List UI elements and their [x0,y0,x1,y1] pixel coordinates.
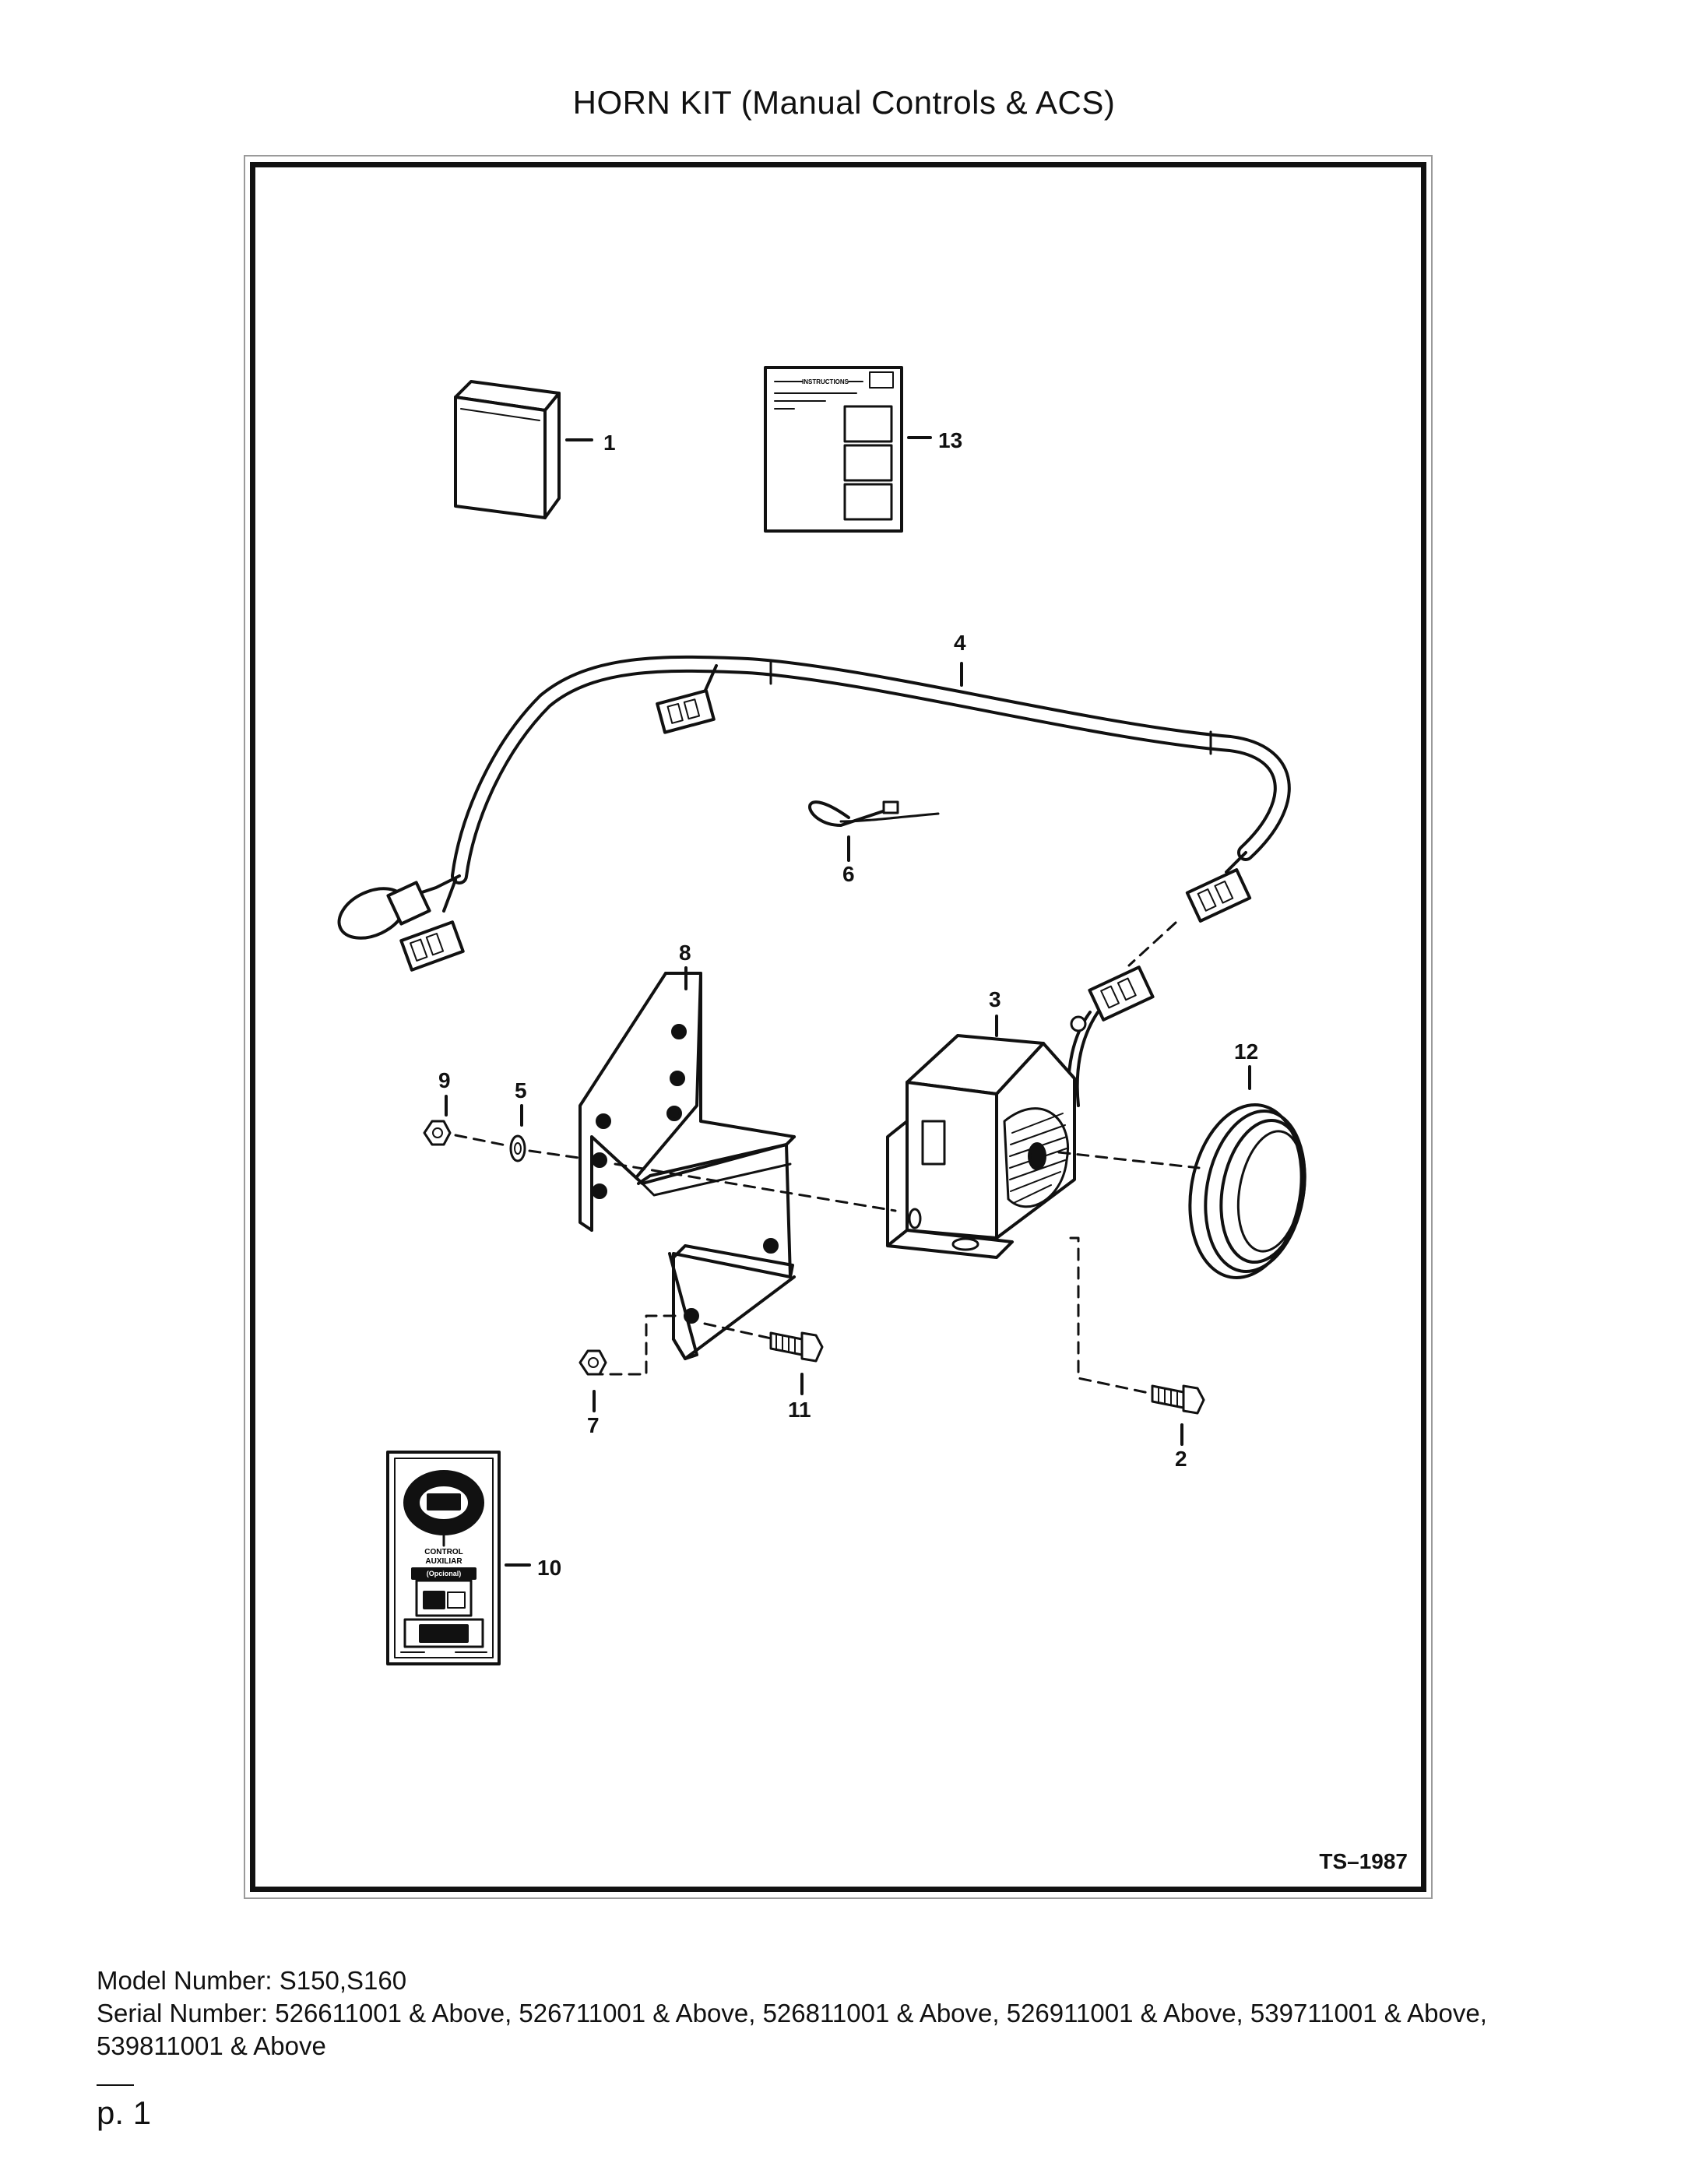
serial-number: Serial Number: 526611001 & Above, 526711… [97,1999,1487,2060]
part-1-box [454,380,561,519]
illustration-frame [250,162,1426,1892]
part-11-bolt [769,1331,824,1363]
model-number: Model Number: S150,S160 [97,1966,407,1995]
callout-3: 3 [989,987,1001,1011]
callout-6: 6 [842,862,855,886]
page-title: HORN KIT (Manual Controls & ACS) [572,84,1116,121]
part-7-nut [578,1349,607,1376]
model-serial-info: Model Number: S150,S160 Serial Number: 5… [97,1964,1599,2063]
callout-1: 1 [603,431,616,455]
callout-5: 5 [515,1078,527,1103]
part-3-horn [886,1034,1076,1259]
instruction-sheet-heading: INSTRUCTIONS [802,378,849,385]
callout-13: 13 [938,428,962,452]
drawing-id: TS–1987 [1319,1849,1408,1873]
callout-9: 9 [438,1068,451,1092]
page-number-rule [97,2084,134,2086]
part-4-wire-harness [337,655,1291,972]
part-3-horn-connector [1066,965,1155,1107]
part-12-seal-ring [1188,1103,1306,1279]
part-6-cable-tie [808,800,940,827]
part-5-washer [509,1134,526,1162]
callout-10: 10 [537,1556,561,1580]
callout-4: 4 [954,631,966,655]
callout-8: 8 [679,941,691,965]
callout-12: 12 [1234,1039,1258,1064]
part-10-decal [386,1451,501,1665]
part-2-bolt [1151,1384,1205,1415]
decal-text-3: (Opcional) [427,1570,462,1577]
callout-11: 11 [788,1398,811,1422]
part-8-bracket [578,972,796,1360]
connection-line-harness-horn [1127,921,1177,967]
callout-2: 2 [1175,1447,1187,1471]
illustration-frame-outer [244,155,1433,1899]
callout-7: 7 [587,1413,600,1437]
decal-text-2: AUXILIAR [425,1557,462,1566]
page-number: p. 1 [97,2094,152,2131]
decal-text-1: CONTROL [424,1548,462,1556]
part-9-nut [423,1120,452,1146]
alignment-lines [454,1134,1201,1395]
part-13-instruction-sheet [764,366,903,533]
